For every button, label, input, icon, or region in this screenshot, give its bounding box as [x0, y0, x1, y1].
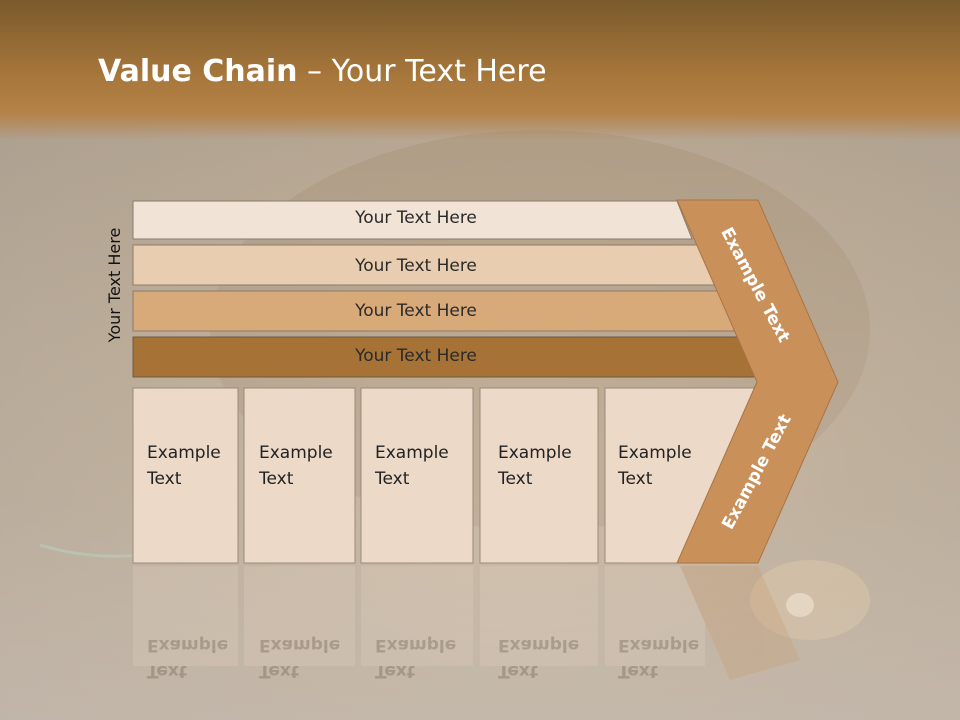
- cell-1-text: Example Text: [147, 440, 221, 492]
- title-rest: – Your Text Here: [297, 54, 547, 89]
- cell-2[interactable]: [243, 387, 356, 564]
- cell-3[interactable]: [360, 387, 474, 564]
- cell-1[interactable]: [132, 387, 239, 564]
- title-bar: [0, 0, 960, 140]
- cell-4-line2: Text: [498, 469, 533, 489]
- reflection: [133, 566, 800, 680]
- cell-3-line2: Text: [375, 469, 410, 489]
- cell-4-line1: Example: [498, 443, 572, 463]
- band-4-text: Your Text Here: [355, 346, 477, 366]
- cell-5-line1: Example: [618, 443, 692, 463]
- title-bold: Value Chain: [98, 54, 298, 89]
- cell-2-line2: Text: [259, 469, 294, 489]
- cell-5-line2: Text: [618, 469, 653, 489]
- band-3-text: Your Text Here: [355, 301, 477, 321]
- cell-1-line1: Example: [147, 443, 221, 463]
- cell-4[interactable]: [479, 387, 599, 564]
- band-1-text: Your Text Here: [355, 208, 477, 228]
- cell-2-text: Example Text: [259, 440, 333, 492]
- cell-3-text: Example Text: [375, 440, 449, 492]
- cell-3-line1: Example: [375, 443, 449, 463]
- band-2-text: Your Text Here: [355, 256, 477, 276]
- chevron-arrow[interactable]: [676, 199, 839, 564]
- band-1[interactable]: [132, 200, 693, 240]
- cell-1-line2: Text: [147, 469, 182, 489]
- cell-2-line1: Example: [259, 443, 333, 463]
- slide-title[interactable]: Value Chain – Your Text Here: [98, 54, 547, 89]
- cell-4-text: Example Text: [498, 440, 572, 492]
- cell-5-text: Example Text: [618, 440, 692, 492]
